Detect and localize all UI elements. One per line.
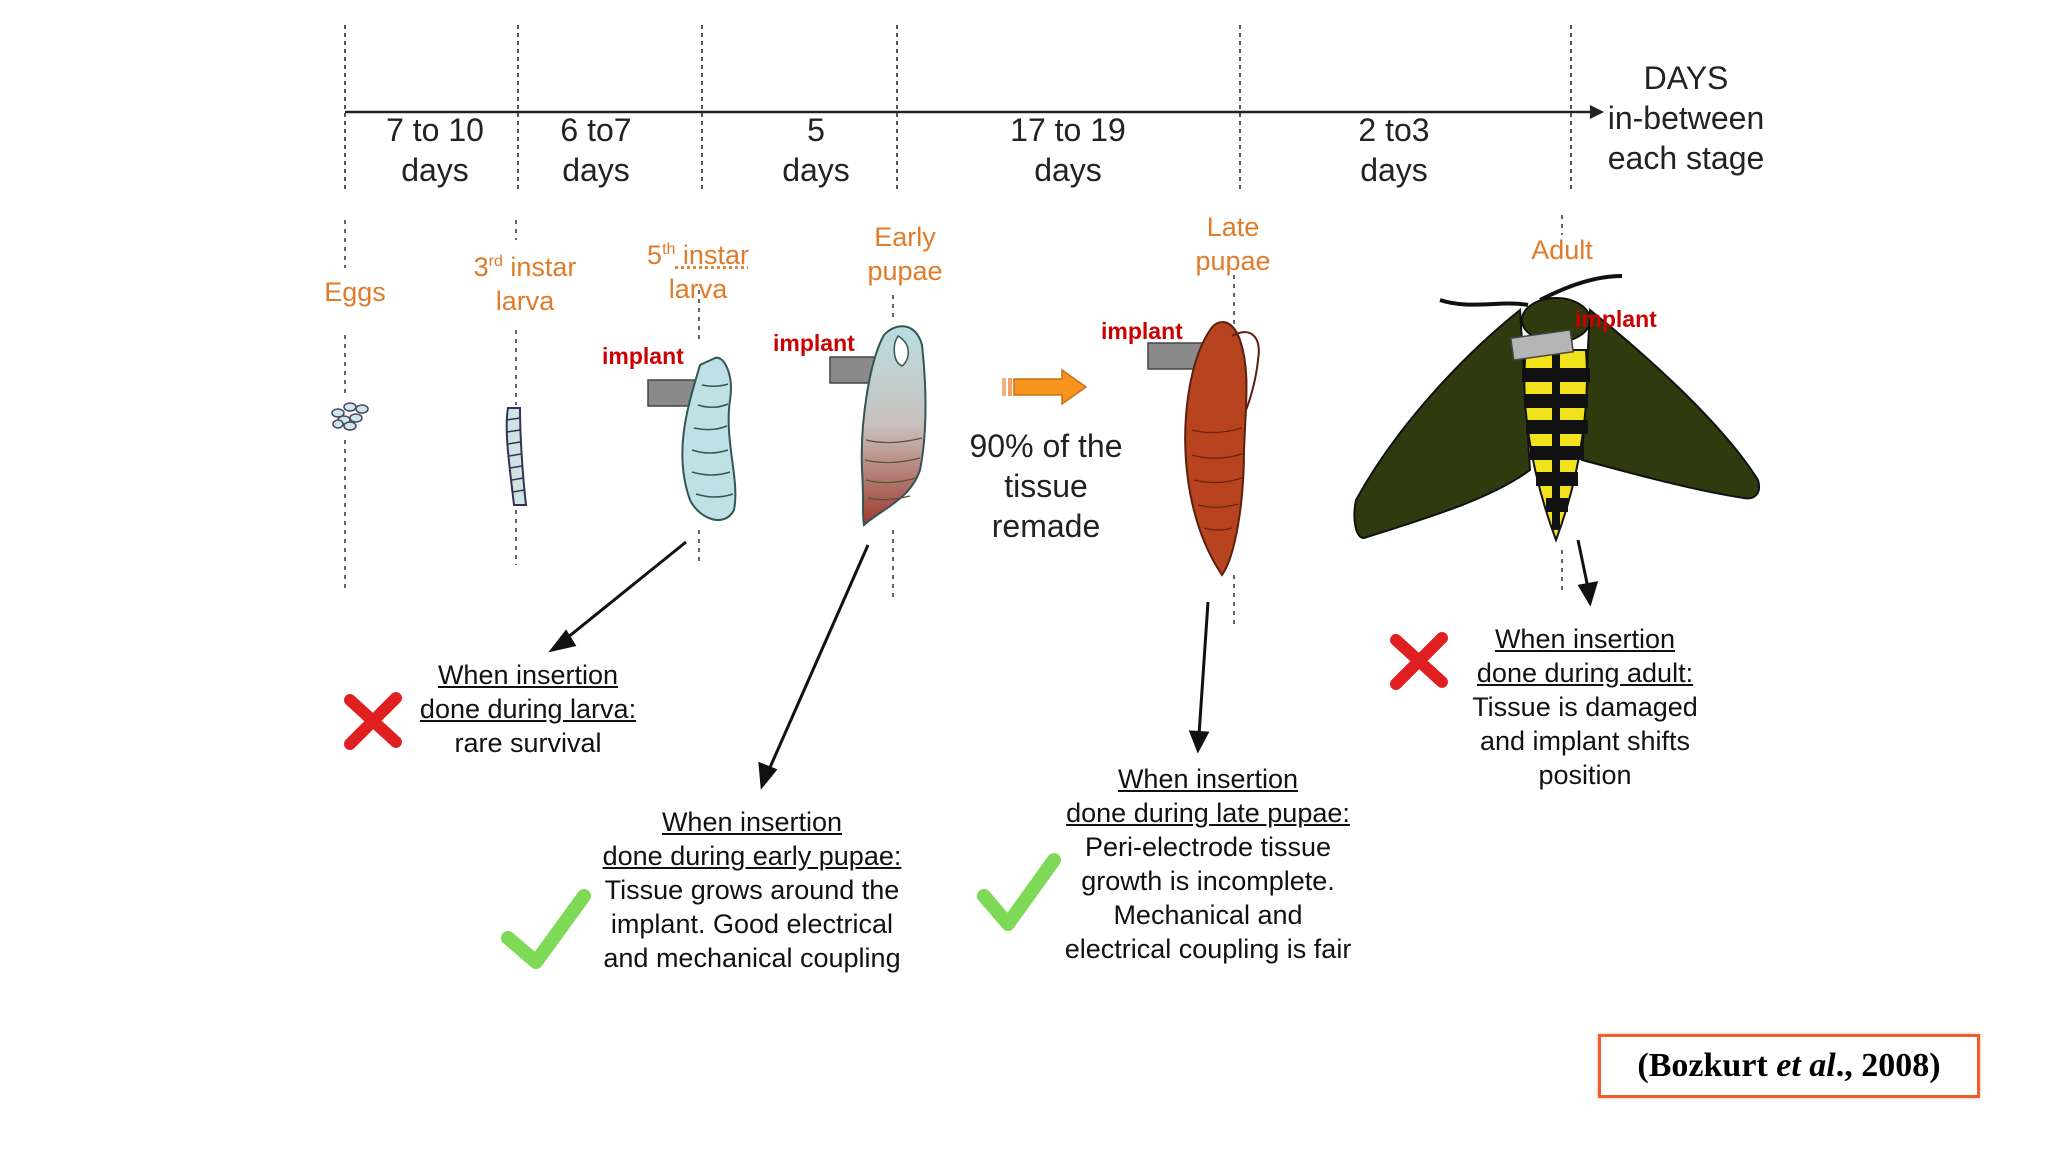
note-late-heading2: done during late pupae: — [1038, 796, 1378, 830]
note-adult-text1: Tissue is damaged — [1440, 690, 1730, 724]
implant-label-early-pupae: implant — [773, 330, 855, 357]
stage-5th-instar-word: instar — [675, 240, 749, 270]
note-larva-text1: rare survival — [398, 726, 658, 760]
check-icon-early-pupae — [508, 896, 584, 962]
interval-1-line1: 7 to 10 — [345, 110, 525, 150]
citation-box: (Bozkurt et al., 2008) — [1598, 1034, 1980, 1098]
citation-author: (Bozkurt — [1637, 1047, 1776, 1084]
note-late-text3: Mechanical and — [1038, 898, 1378, 932]
note-late-heading1: When insertion — [1038, 762, 1378, 796]
note-early-pupae: When insertion done during early pupae: … — [580, 805, 924, 975]
interval-1: 7 to 10 days — [345, 110, 525, 190]
interval-5: 2 to3 days — [1304, 110, 1484, 190]
interval-5-line1: 2 to3 — [1304, 110, 1484, 150]
remade-line2: tissue — [946, 466, 1146, 506]
stage-eggs-text: Eggs — [300, 275, 410, 309]
note-early-heading2: done during early pupae: — [580, 839, 924, 873]
note-larva-heading1: When insertion — [398, 658, 658, 692]
stage-5th-sup: th — [662, 241, 675, 258]
implant-label-adult: implant — [1575, 306, 1657, 333]
interval-3-line2: days — [726, 150, 906, 190]
adult-moth-illustration — [1354, 276, 1759, 540]
stage-adult-text: Adult — [1502, 233, 1622, 267]
note-late-text1: Peri-electrode tissue — [1038, 830, 1378, 864]
timeline-title-line2: in-between — [1566, 98, 1806, 138]
interval-2-line1: 6 to7 — [506, 110, 686, 150]
timeline-title: DAYS in-between each stage — [1566, 58, 1806, 178]
cross-icon-larva — [350, 698, 396, 744]
note-late-text4: electrical coupling is fair — [1038, 932, 1378, 966]
stage-3rd-sup: rd — [489, 253, 503, 270]
implant-label-larva: implant — [602, 343, 684, 370]
eggs-illustration — [332, 403, 368, 430]
stage-early-pupae-line2: pupae — [845, 254, 965, 288]
stage-5th-instar-line2: larva — [628, 272, 768, 306]
interval-3-line1: 5 — [726, 110, 906, 150]
stage-label-early-pupae: Early pupae — [845, 220, 965, 288]
note-adult-heading2: done during adult: — [1440, 656, 1730, 690]
stage-label-late-pupae: Late pupae — [1173, 210, 1293, 278]
tissue-remade-note: 90% of the tissue remade — [946, 426, 1146, 546]
interval-2: 6 to7 days — [506, 110, 686, 190]
stage-3rd-instar-word: instar — [503, 252, 577, 282]
citation-etal: et al — [1776, 1047, 1835, 1084]
stage-5th-num: 5 — [647, 240, 662, 270]
stage-early-pupae-line1: Early — [845, 220, 965, 254]
late-pupae-illustration — [1148, 322, 1259, 575]
stage-label-5th-instar: 5th instar larva — [628, 233, 768, 306]
interval-5-line2: days — [1304, 150, 1484, 190]
note-early-text1: Tissue grows around the — [580, 873, 924, 907]
remade-line1: 90% of the — [946, 426, 1146, 466]
interval-2-line2: days — [506, 150, 686, 190]
stage-3rd-instar-line2: larva — [450, 284, 600, 318]
note-adult-text3: position — [1440, 758, 1730, 792]
note-early-heading1: When insertion — [580, 805, 924, 839]
interval-4-line1: 17 to 19 — [978, 110, 1158, 150]
note-larva: When insertion done during larva: rare s… — [398, 658, 658, 760]
stage-late-pupae-line2: pupae — [1173, 244, 1293, 278]
stage-label-adult: Adult — [1502, 233, 1622, 267]
fifth-instar-larva-illustration — [648, 358, 735, 520]
interval-1-line2: days — [345, 150, 525, 190]
stage-late-pupae-line1: Late — [1173, 210, 1293, 244]
note-adult-heading1: When insertion — [1440, 622, 1730, 656]
note-late-text2: growth is incomplete. — [1038, 864, 1378, 898]
timeline-title-line3: each stage — [1566, 138, 1806, 178]
interval-3: 5 days — [726, 110, 906, 190]
citation-year: ., 2008) — [1836, 1047, 1941, 1084]
stage-3rd-num: 3 — [474, 252, 489, 282]
note-adult-text2: and implant shifts — [1440, 724, 1730, 758]
stage-label-3rd-instar: 3rd instar larva — [450, 245, 600, 318]
stage-3rd-instar-line1: 3rd instar — [450, 245, 600, 284]
timeline-title-line1: DAYS — [1566, 58, 1806, 98]
note-early-text2: implant. Good electrical — [580, 907, 924, 941]
interval-4: 17 to 19 days — [978, 110, 1158, 190]
note-late-pupae: When insertion done during late pupae: P… — [1038, 762, 1378, 966]
cross-icon-adult — [1396, 638, 1442, 684]
third-instar-larva-illustration — [506, 408, 526, 505]
remade-line3: remade — [946, 506, 1146, 546]
note-early-text3: and mechanical coupling — [580, 941, 924, 975]
note-adult: When insertion done during adult: Tissue… — [1440, 622, 1730, 792]
stage-label-eggs: Eggs — [300, 275, 410, 309]
note-larva-heading2: done during larva: — [398, 692, 658, 726]
implant-label-late-pupae: implant — [1101, 318, 1183, 345]
stage-5th-instar-line1: 5th instar — [628, 233, 768, 272]
transition-arrow-icon — [1002, 370, 1086, 404]
interval-4-line2: days — [978, 150, 1158, 190]
